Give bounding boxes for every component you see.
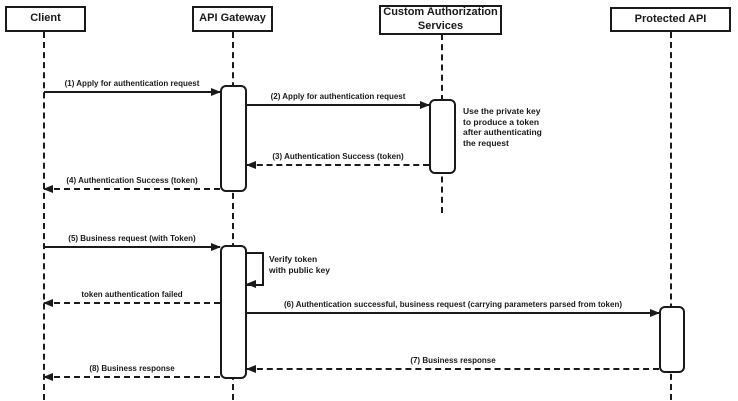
message-2-label: (2) Apply for authentication request: [270, 92, 406, 101]
activation-protected-api: [659, 306, 685, 373]
message-7-line: [247, 368, 659, 370]
message-4-label: (4) Authentication Success (token): [66, 176, 198, 185]
actor-client: Client: [5, 6, 86, 32]
message-5-label: (5) Business request (with Token): [68, 234, 196, 243]
message-4-line: [44, 188, 220, 190]
message-5-line: [44, 246, 220, 248]
arrowhead-right-icon: [420, 101, 430, 109]
lifeline-api-gateway: [232, 32, 234, 400]
actor-api-gateway-label: API Gateway: [199, 12, 266, 25]
lifeline-protected-api: [670, 32, 672, 400]
arrowhead-left-icon: [246, 161, 256, 169]
message-1-label: (1) Apply for authentication request: [64, 79, 200, 88]
message-token-auth-failed-label: token authentication failed: [81, 290, 183, 299]
self-message-label: Verify token with public key: [269, 254, 330, 275]
arrowhead-right-icon: [650, 309, 660, 317]
arrowhead-left-icon: [43, 299, 53, 307]
message-3-label: (3) Authentication Success (token): [272, 152, 404, 161]
message-6-label: (6) Authentication successful, business …: [283, 300, 623, 309]
message-3-line: [247, 164, 429, 166]
activation-custom-authorization-services: [429, 99, 456, 174]
message-8-line: [44, 376, 220, 378]
arrowhead-right-icon: [211, 243, 221, 251]
message-6-line: [247, 312, 659, 314]
message-7-label: (7) Business response: [410, 356, 496, 365]
actor-api-gateway: API Gateway: [192, 6, 273, 32]
arrowhead-left-icon: [246, 280, 256, 288]
actor-client-label: Client: [30, 12, 61, 25]
message-8-label: (8) Business response: [89, 364, 175, 373]
arrowhead-left-icon: [246, 365, 256, 373]
message-token-auth-failed-line: [44, 302, 220, 304]
activation-api-gateway-business: [220, 245, 247, 379]
actor-custom-authorization-services: Custom Authorization Services: [379, 5, 502, 35]
actor-custom-authorization-services-label: Custom Authorization Services: [383, 6, 498, 32]
message-2-line: [247, 104, 429, 106]
arrowhead-left-icon: [43, 185, 53, 193]
activation-api-gateway-auth: [220, 85, 247, 192]
arrowhead-right-icon: [211, 88, 221, 96]
message-1-line: [44, 91, 220, 93]
lifeline-client: [43, 32, 45, 400]
arrowhead-left-icon: [43, 373, 53, 381]
actor-protected-api-label: Protected API: [634, 12, 707, 25]
actor-protected-api: Protected API: [610, 7, 731, 32]
note-use-private-key: Use the private key to produce a token a…: [463, 106, 542, 148]
